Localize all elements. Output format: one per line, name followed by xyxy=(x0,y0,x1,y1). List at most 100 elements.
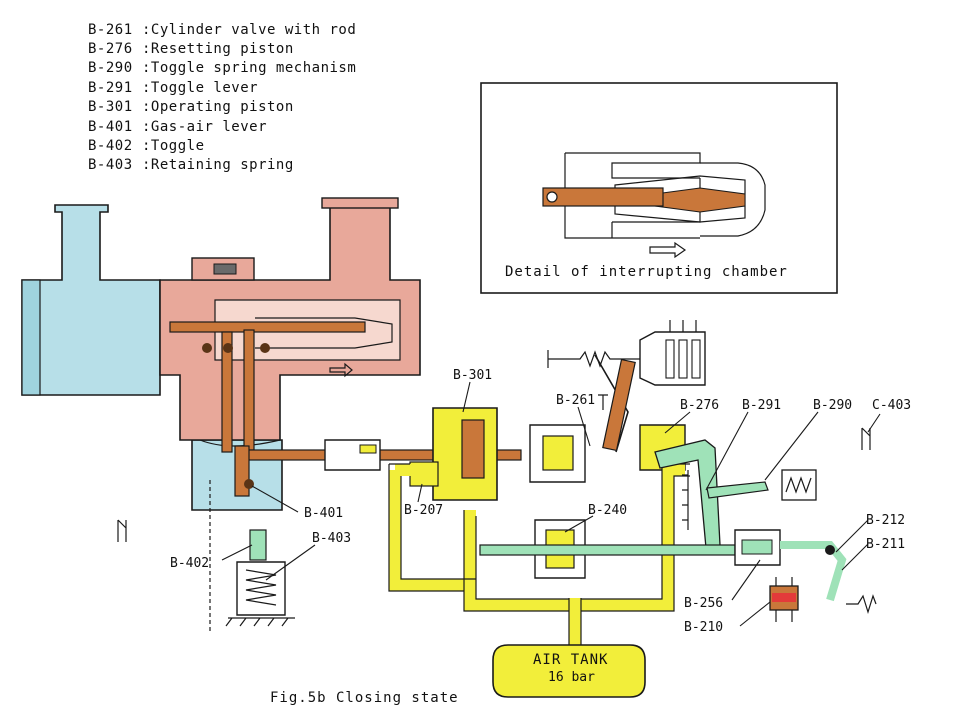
leader-c403 xyxy=(867,413,881,433)
interrupting-chamber-detail: Detail of interrupting chamber xyxy=(480,82,838,294)
tank-feed-outline xyxy=(568,598,582,645)
spring-icon xyxy=(785,476,812,494)
callout-c403: C-403 xyxy=(872,398,911,413)
lever-pivot-icon xyxy=(244,479,254,489)
legend-desc: :Operating piston xyxy=(142,99,294,115)
leader-b402 xyxy=(221,544,253,561)
coil-terminals-icon xyxy=(775,577,793,622)
legend-desc: :Toggle spring mechanism xyxy=(142,60,356,76)
leader-lines xyxy=(221,381,881,627)
check-valve xyxy=(409,461,439,487)
closing-rod xyxy=(479,544,736,556)
callout-b207: B-207 xyxy=(404,503,443,518)
leader-b210 xyxy=(739,601,771,627)
valve-coil xyxy=(665,339,675,379)
pivot-icon xyxy=(260,343,270,353)
callout-b261: B-261 xyxy=(556,393,595,408)
toggle-mechanism xyxy=(479,439,877,615)
legend-code: B-401 xyxy=(88,119,133,135)
legend: B-261 :Cylinder valve with rod B-276 :Re… xyxy=(88,22,356,173)
cylinder-valve-lever xyxy=(602,358,636,452)
trip-coil xyxy=(769,577,799,622)
linkage-upper-rod xyxy=(169,321,366,333)
interrupter-top-flange xyxy=(321,197,399,209)
legend-code: B-290 xyxy=(88,60,133,76)
interrupter-arrow-icon xyxy=(329,362,353,378)
legend-desc: :Resetting piston xyxy=(142,41,294,57)
leader-b291 xyxy=(705,411,749,491)
gas-inlet-pipe xyxy=(21,204,161,396)
air-pipe-fill xyxy=(389,464,685,611)
detail-caption: Detail of interrupting chamber xyxy=(505,264,788,280)
callout-b211: B-211 xyxy=(866,537,905,552)
interrupter-housing xyxy=(159,197,421,441)
leader-b301 xyxy=(462,381,471,413)
leader-b290 xyxy=(764,411,819,481)
legend-code: B-276 xyxy=(88,41,133,57)
callout-b240: B-240 xyxy=(588,503,627,518)
detail-contact xyxy=(614,175,746,223)
leader-b276 xyxy=(664,411,691,434)
legend-desc: :Toggle xyxy=(142,138,205,154)
legend-code: B-291 xyxy=(88,80,133,96)
toggle-link xyxy=(249,529,267,561)
ground-icon xyxy=(225,617,295,627)
linkage-vertical-rod-2 xyxy=(243,329,255,451)
cylinder-valve-rod xyxy=(594,354,629,453)
operating-piston xyxy=(461,419,485,479)
legend-desc: :Cylinder valve with rod xyxy=(142,22,356,38)
gas-flange xyxy=(21,279,41,396)
toggle-link xyxy=(706,481,769,499)
legend-desc: :Retaining spring xyxy=(142,157,294,173)
leader-b256 xyxy=(731,559,761,601)
detail-chamber-outline xyxy=(564,152,701,239)
detail-arrow-icon xyxy=(649,241,687,259)
contact-symbol-icon xyxy=(861,427,871,450)
detail-pin-icon xyxy=(546,191,558,203)
release-spring-icon xyxy=(846,594,877,615)
legend-code: B-301 xyxy=(88,99,133,115)
legend-code: B-261 xyxy=(88,22,133,38)
callout-b291: B-291 xyxy=(742,398,781,413)
port-filter-icon xyxy=(213,263,237,275)
pivot-icon xyxy=(223,343,233,353)
interrupter-contact-outline xyxy=(255,317,393,349)
pivot-icon xyxy=(202,343,212,353)
linkage-vertical-rod xyxy=(221,331,233,453)
callout-b276: B-276 xyxy=(680,398,719,413)
valve-coil xyxy=(678,339,688,379)
legend-desc: :Toggle lever xyxy=(142,80,258,96)
air-tank xyxy=(492,644,646,698)
detail-chamber-cap xyxy=(700,162,766,237)
spring-housing xyxy=(236,561,286,616)
legend-code: B-403 xyxy=(88,157,133,173)
air-pipe-outline xyxy=(388,463,690,612)
callout-b290: B-290 xyxy=(813,398,852,413)
ground-icon xyxy=(598,394,608,410)
legend-code: B-402 xyxy=(88,138,133,154)
callout-b256: B-256 xyxy=(684,596,723,611)
callout-b402: B-402 xyxy=(170,556,209,571)
latch-pivot-icon xyxy=(825,545,835,555)
callout-b403: B-403 xyxy=(312,531,351,546)
closing-latch-core xyxy=(741,539,773,555)
ground-hatch-icon xyxy=(682,470,689,530)
leader-b240 xyxy=(564,515,594,533)
leader-b207 xyxy=(417,483,423,503)
legend-desc: :Gas-air lever xyxy=(142,119,267,135)
auxiliary-valve xyxy=(547,320,706,410)
callout-b212: B-212 xyxy=(866,513,905,528)
callout-b301: B-301 xyxy=(453,368,492,383)
contact-symbol-icon xyxy=(117,519,127,542)
release-arm xyxy=(780,541,847,602)
callout-b210: B-210 xyxy=(684,620,723,635)
valve-terminals-icon xyxy=(669,320,697,332)
cylinder-valve-core xyxy=(542,435,574,471)
air-tank-pressure: 16 bar xyxy=(548,670,595,685)
leader-b212 xyxy=(835,519,869,553)
leader-b403 xyxy=(265,544,316,581)
leader-b261 xyxy=(577,406,591,447)
callout-labels: B-301 B-261 B-276 B-291 B-290 C-403 B-20… xyxy=(170,368,911,635)
